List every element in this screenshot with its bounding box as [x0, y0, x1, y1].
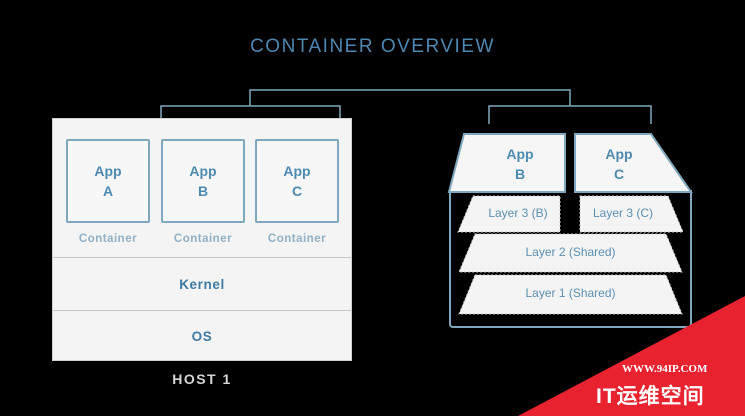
right-app-c-line1: App	[605, 146, 633, 162]
right-app-b-label: App B	[480, 144, 560, 184]
app-c-image-shape	[574, 133, 693, 193]
app-a-line2: A	[102, 183, 114, 199]
app-b-container: App B	[161, 139, 245, 223]
image-stack-frame	[449, 190, 692, 328]
app-b-line1: App	[189, 163, 217, 179]
container-label-a: Container	[78, 233, 138, 245]
watermark-triangle	[518, 296, 745, 416]
app-b-line2: B	[197, 183, 209, 199]
layer2-label: Layer 2 (Shared)	[525, 245, 616, 259]
watermark-text: IT运维空间	[596, 385, 705, 408]
host1-panel: App A App B App C Container Container Co…	[52, 118, 352, 361]
layer3b-label: Layer 3 (B)	[488, 206, 548, 220]
right-app-c-line2: C	[613, 166, 625, 182]
watermark-url: WWW.94IP.COM	[622, 363, 708, 375]
app-b-image-shape	[447, 133, 566, 193]
layer1-label: Layer 1 (Shared)	[525, 286, 616, 300]
right-app-b-line1: App	[506, 146, 534, 162]
app-c-container: App C	[255, 139, 339, 223]
layer3b-shape	[457, 195, 561, 233]
container-label-c: Container	[267, 233, 327, 245]
app-c-line1: App	[283, 163, 311, 179]
right-app-b-line2: B	[514, 166, 526, 182]
app-a-line1: App	[94, 163, 122, 179]
app-c-line2: C	[291, 183, 303, 199]
host1-label: HOST 1	[172, 371, 232, 387]
container-label-b: Container	[173, 233, 233, 245]
diagram-title: CONTAINER OVERVIEW	[250, 36, 495, 57]
kernel-layer: Kernel	[53, 257, 351, 311]
layer3c-label: Layer 3 (C)	[592, 206, 654, 220]
app-a-container: App A	[66, 139, 150, 223]
os-layer: OS	[53, 310, 351, 362]
layer2-shape	[458, 233, 683, 273]
layer3c-shape	[579, 195, 684, 233]
layer1-shape	[458, 274, 683, 315]
right-app-c-label: App C	[579, 144, 659, 184]
